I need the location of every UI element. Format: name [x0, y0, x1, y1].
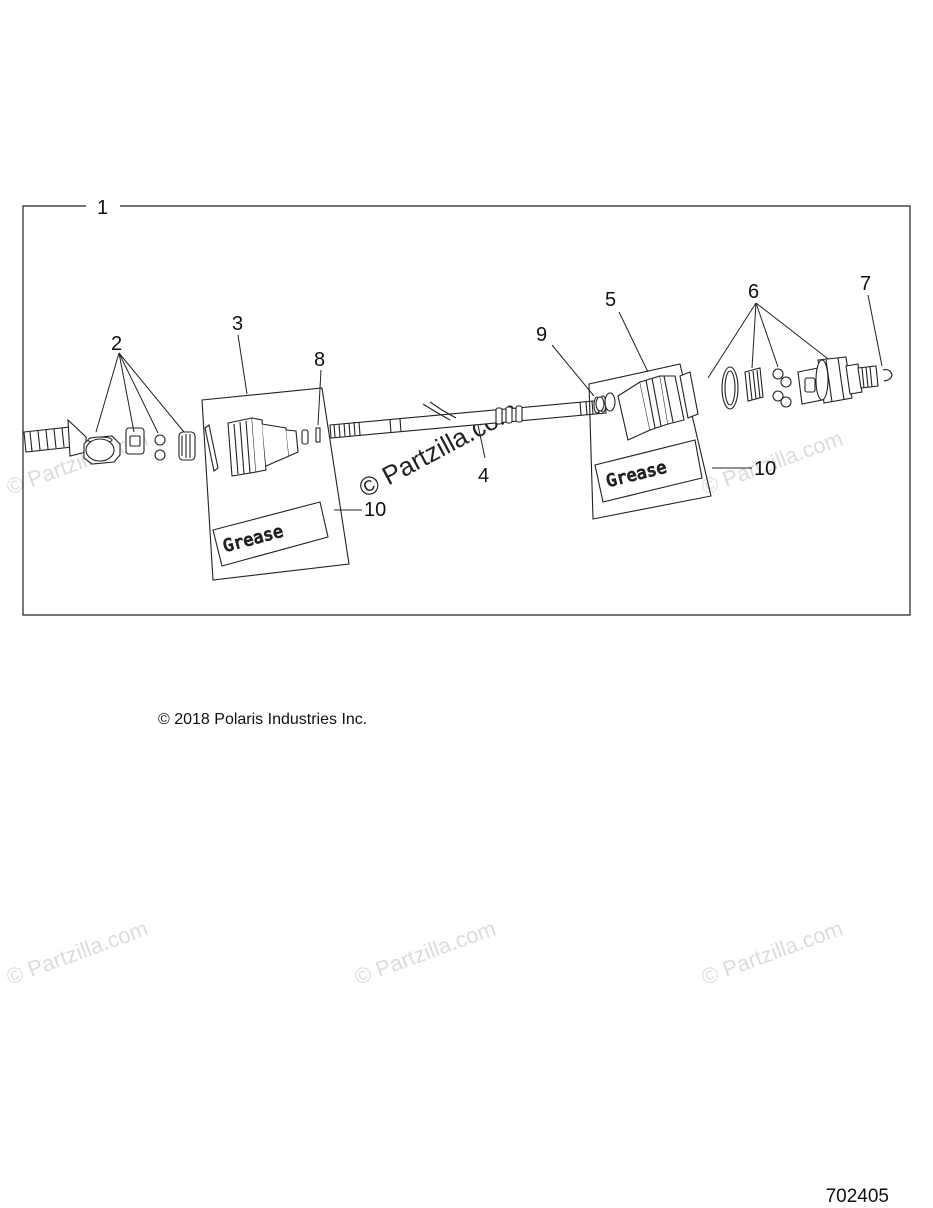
callout-6: 6 [748, 281, 759, 303]
watermark-text: © Partzilla.com [351, 916, 499, 990]
boot-kit-inner: Grease [588, 363, 712, 520]
snap-ring-inner [315, 427, 321, 443]
drawing-number: 702405 [825, 1186, 889, 1207]
inner-bearing-set [721, 366, 823, 410]
callout-8-leader [317, 369, 322, 426]
callout-1: 1 [97, 197, 108, 219]
callout-5: 5 [605, 289, 616, 311]
copyright-notice: © 2018 Polaris Industries Inc. [158, 711, 368, 728]
callout-8: 8 [314, 349, 325, 371]
callout-4-leader [477, 424, 486, 459]
callout-7: 7 [860, 273, 871, 295]
callout-3: 3 [232, 313, 243, 335]
watermark-group: © Partzilla.com © Partzilla.com © Partzi… [3, 395, 846, 990]
callout-10-right: 10 [754, 458, 776, 480]
callout-7-leader [867, 294, 883, 367]
half-shaft [329, 399, 607, 439]
boot-kit-outer: Grease [201, 387, 350, 581]
callout-6-leaders [707, 302, 833, 379]
outer-cv-joint [23, 418, 121, 465]
callout-2: 2 [111, 333, 122, 355]
bearing-cage-balls [125, 427, 196, 461]
callout-2-leaders [95, 352, 185, 434]
callout-9-leader [551, 344, 595, 397]
inner-cv-housing [815, 356, 879, 404]
watermark-text: © Partzilla.com [3, 916, 151, 990]
callout-4: 4 [478, 465, 489, 487]
callout-10-left: 10 [364, 499, 386, 521]
callout-5-leader [618, 311, 649, 373]
assembly-frame: 1 [22, 197, 911, 616]
callout-3-leader [237, 334, 248, 395]
callout-9: 9 [536, 324, 547, 346]
retaining-clip [882, 368, 893, 382]
watermark-text: © Partzilla.com [698, 916, 846, 990]
